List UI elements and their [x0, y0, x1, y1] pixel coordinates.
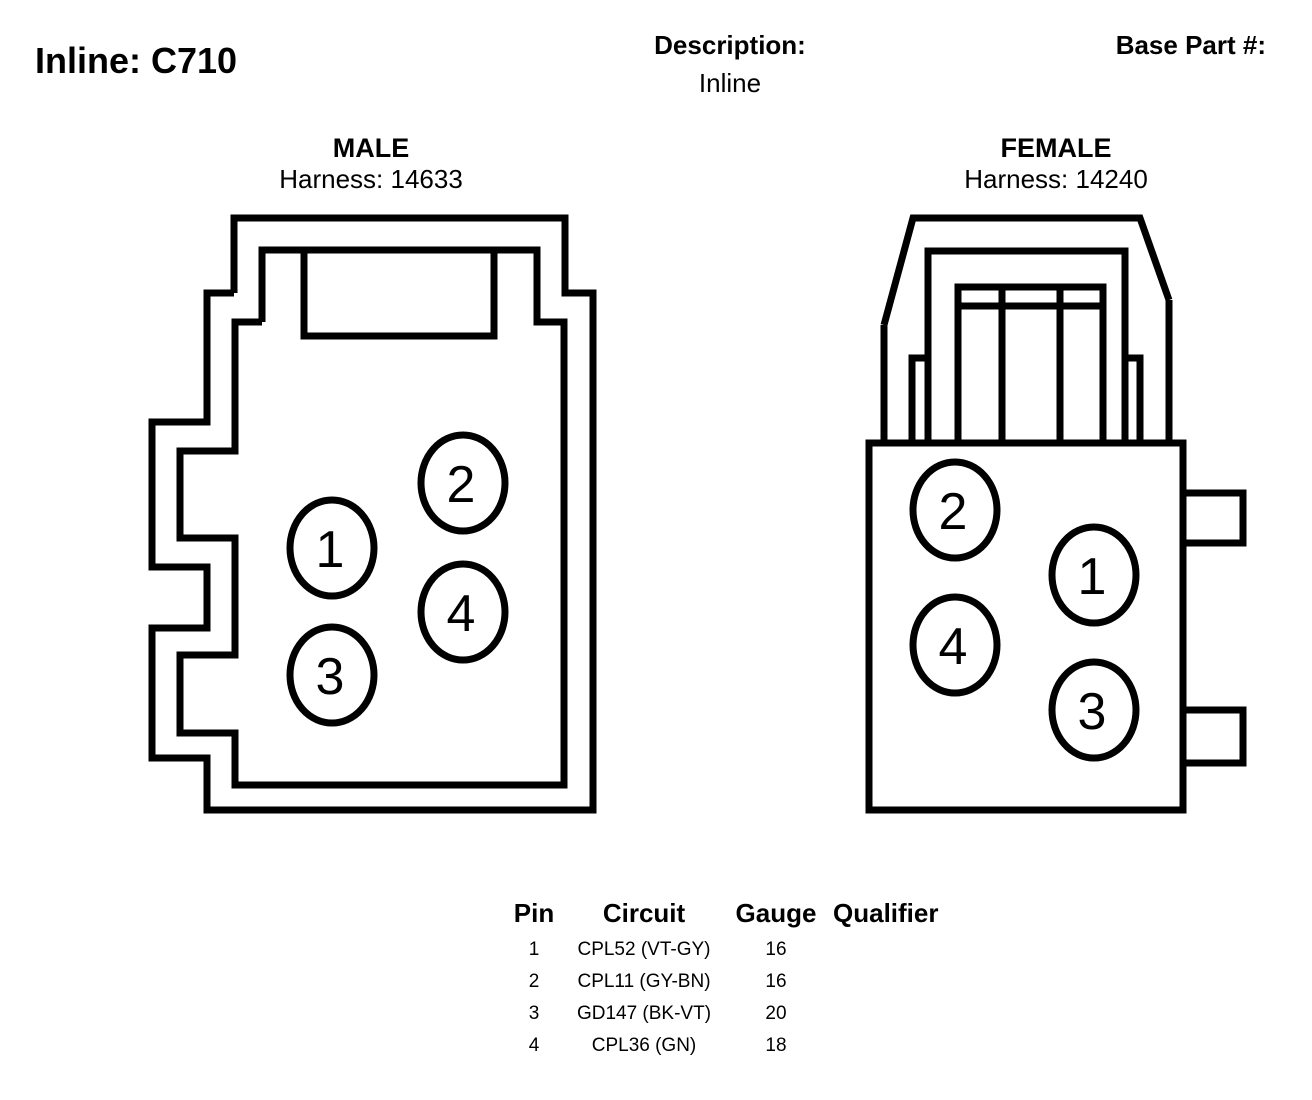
row-pin: 3 — [528, 1002, 540, 1024]
table-row: 2 CPL11 (GY-BN) 16 — [505, 967, 949, 999]
header-pin: Pin — [513, 898, 555, 928]
connector-title: Inline: C710 — [35, 40, 238, 81]
table-row: 1 CPL52 (VT-GY) 16 — [505, 935, 949, 967]
description-value: Inline — [698, 68, 762, 98]
male-pin-1 — [286, 496, 378, 600]
female-pin-3-label: 3 — [1078, 683, 1107, 741]
female-pin-4 — [909, 593, 1001, 697]
row-circuit: CPL52 (VT-GY) — [577, 938, 711, 960]
pin-table: Pin Circuit Gauge Qualifier 1 CPL52 (VT-… — [505, 898, 949, 1063]
female-pin-3 — [1048, 658, 1140, 762]
female-harness: Harness: 14240 — [964, 164, 1148, 194]
row-pin: 1 — [528, 938, 540, 960]
row-qualifier — [827, 999, 949, 1031]
row-gauge: 18 — [765, 1034, 787, 1056]
row-gauge: 20 — [765, 1002, 787, 1024]
female-connector-shell — [865, 214, 1247, 814]
male-connector-shell — [148, 214, 597, 814]
row-qualifier — [827, 1031, 949, 1063]
row-qualifier — [827, 935, 949, 967]
male-pin-2-label: 2 — [447, 456, 476, 514]
female-pin-4-label: 4 — [939, 618, 968, 676]
base-part-label: Base Part #: — [1115, 30, 1266, 60]
row-circuit: CPL36 (GN) — [591, 1034, 697, 1056]
female-pin-2 — [909, 458, 1001, 562]
female-label: FEMALE — [1000, 133, 1112, 163]
row-pin: 4 — [528, 1034, 540, 1056]
table-row: 3 GD147 (BK-VT) 20 — [505, 999, 949, 1031]
male-pin-3-label: 3 — [316, 648, 345, 706]
female-pin-1 — [1048, 523, 1140, 627]
male-pin-group — [286, 431, 509, 727]
row-circuit: CPL11 (GY-BN) — [577, 970, 711, 992]
header-circuit: Circuit — [602, 898, 686, 928]
female-pin-2-label: 2 — [939, 483, 968, 541]
header-qualifier: Qualifier — [833, 898, 939, 928]
male-pin-4 — [417, 560, 509, 664]
description-label: Description: — [654, 30, 806, 60]
row-gauge: 16 — [765, 970, 787, 992]
row-circuit: GD147 (BK-VT) — [576, 1002, 712, 1024]
row-pin: 2 — [528, 970, 540, 992]
header-gauge: Gauge — [735, 898, 817, 928]
female-pin-group — [909, 458, 1140, 762]
row-qualifier — [827, 967, 949, 999]
pin-table-header: Pin Circuit Gauge Qualifier — [505, 898, 949, 935]
female-pin-1-label: 1 — [1078, 548, 1107, 606]
table-row: 4 CPL36 (GN) 18 — [505, 1031, 949, 1063]
male-label: MALE — [332, 133, 410, 163]
row-gauge: 16 — [765, 938, 787, 960]
male-harness: Harness: 14633 — [279, 164, 463, 194]
male-pin-4-label: 4 — [447, 585, 476, 643]
male-pin-2 — [417, 431, 509, 535]
male-pin-1-label: 1 — [316, 521, 345, 579]
male-pin-3 — [286, 623, 378, 727]
